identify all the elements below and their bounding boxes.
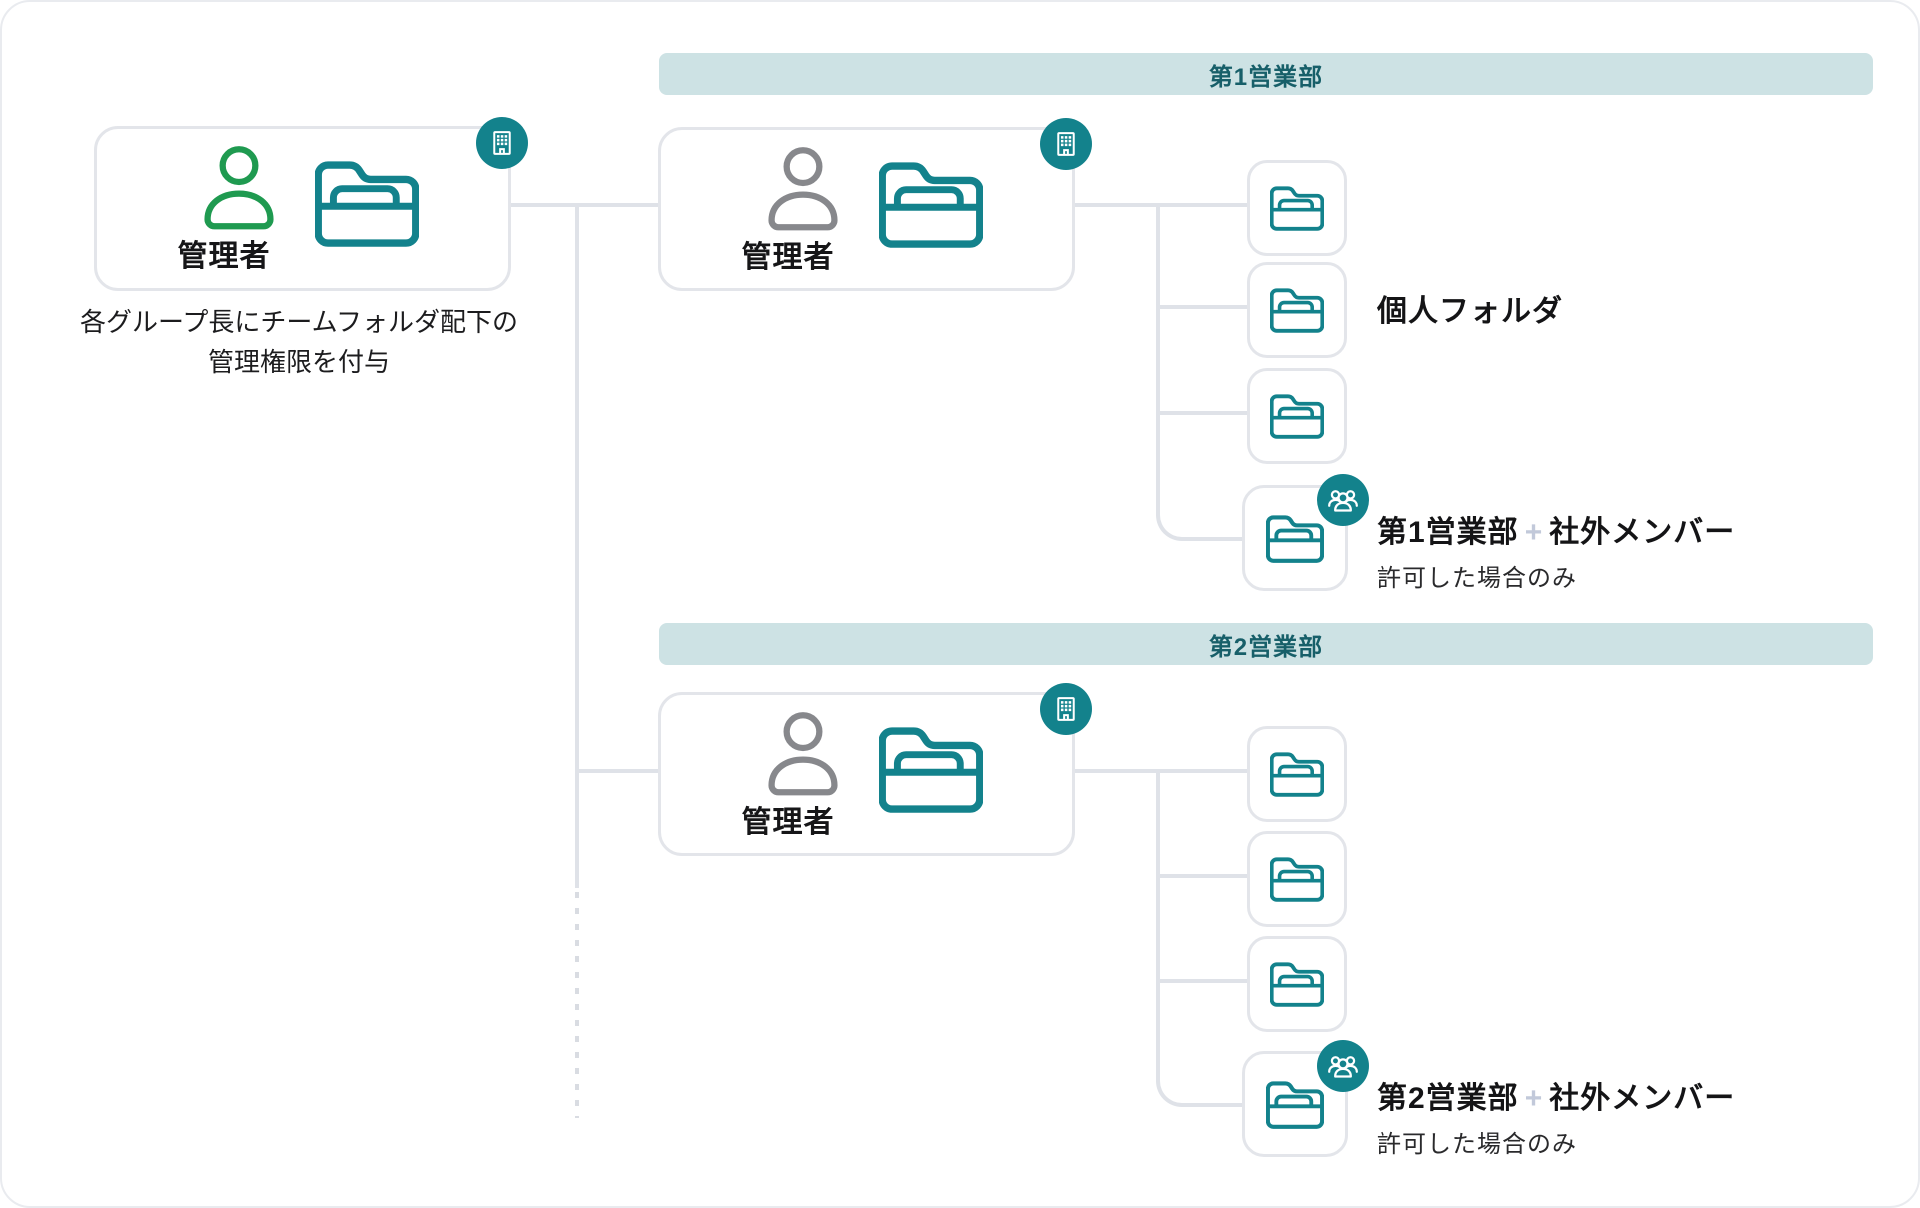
group-of-people-icon xyxy=(1325,1048,1361,1084)
section2-folder-tile-3 xyxy=(1247,936,1347,1032)
connector-root-to-admin1 xyxy=(505,203,662,207)
building-icon xyxy=(486,127,518,159)
section1-folder-tile-3 xyxy=(1247,368,1347,464)
root-caption: 各グループ長にチームフォルダ配下の 管理権限を付与 xyxy=(74,302,524,382)
connector-stub-s1-folder3 xyxy=(1160,411,1247,415)
connector-stub-s2-folder3 xyxy=(1160,979,1247,983)
building-badge xyxy=(1040,118,1092,170)
group-of-people-icon xyxy=(1325,482,1361,518)
section1-shared-label: 第1営業部+社外メンバー xyxy=(1377,507,1735,551)
section2-header-bar: 第2営業部 xyxy=(659,623,1873,665)
group-badge xyxy=(1317,1040,1369,1092)
section1-shared-label-main: 第1営業部 xyxy=(1377,516,1519,549)
folder-icon xyxy=(1270,959,1324,1009)
building-icon xyxy=(1050,128,1082,160)
folder-icon xyxy=(1270,749,1324,799)
section2-shared-label-suffix: 社外メンバー xyxy=(1549,1082,1736,1115)
person-icon xyxy=(765,144,841,232)
building-badge xyxy=(476,117,528,169)
connector-spine-section1 xyxy=(1156,207,1247,541)
section2-folder-tile-1 xyxy=(1247,726,1347,822)
personal-folder-label: 個人フォルダ xyxy=(1377,295,1563,328)
folder-icon xyxy=(315,155,419,251)
folder-icon xyxy=(1270,183,1324,233)
group-badge xyxy=(1317,474,1369,526)
section2-admin-card: 管理者 xyxy=(658,683,1092,856)
building-badge xyxy=(1040,683,1092,735)
folder-icon xyxy=(1266,1078,1324,1131)
root-caption-line1: 各グループ長にチームフォルダ配下の xyxy=(79,307,519,337)
section1-header-label: 第1営業部 xyxy=(1208,63,1324,91)
folder-icon xyxy=(1270,854,1324,904)
section2-shared-label-main: 第2営業部 xyxy=(1377,1082,1519,1115)
connector-admin1-to-folders xyxy=(1069,203,1247,207)
plus-sign: + xyxy=(1524,516,1544,549)
person-icon xyxy=(765,709,841,797)
connector-stub-s2-folder2 xyxy=(1160,874,1247,878)
section1-admin-label: 管理者 xyxy=(741,241,835,274)
folder-icon xyxy=(1266,512,1324,565)
building-icon xyxy=(1050,693,1082,725)
folder-icon xyxy=(879,156,983,252)
folder-icon xyxy=(879,721,983,817)
section1-shared-sublabel: 許可した場合のみ xyxy=(1377,565,1577,592)
section1-folder-tile-shared xyxy=(1242,474,1369,591)
person-icon xyxy=(201,143,277,231)
section2-header-label: 第2営業部 xyxy=(1208,633,1324,661)
root-caption-line2: 管理権限を付与 xyxy=(207,347,390,377)
section2-shared-label: 第2営業部+社外メンバー xyxy=(1377,1073,1735,1117)
connector-stub-s1-folder2 xyxy=(1160,305,1247,309)
section2-folder-tile-shared xyxy=(1242,1040,1369,1157)
plus-sign: + xyxy=(1524,1082,1544,1115)
connector-trunk-vertical xyxy=(575,205,579,888)
section1-header-bar: 第1営業部 xyxy=(659,53,1873,95)
section2-folder-tile-2 xyxy=(1247,831,1347,927)
connector-trunk-to-admin2 xyxy=(577,769,662,773)
root-admin-label: 管理者 xyxy=(177,240,271,273)
connector-trunk-dotted xyxy=(575,892,579,1118)
folder-icon xyxy=(1270,285,1324,335)
section1-folder-tile-2 xyxy=(1247,262,1347,358)
connector-admin2-to-folders xyxy=(1069,769,1247,773)
section2-admin-label: 管理者 xyxy=(741,806,835,839)
section1-folder-tile-1 xyxy=(1247,160,1347,256)
folder-icon xyxy=(1270,391,1324,441)
section2-shared-sublabel: 許可した場合のみ xyxy=(1377,1131,1577,1158)
section1-admin-card: 管理者 xyxy=(658,118,1092,291)
section1-shared-label-suffix: 社外メンバー xyxy=(1549,516,1736,549)
connector-spine-section2 xyxy=(1156,773,1247,1107)
root-admin-card: 管理者 xyxy=(94,117,528,291)
